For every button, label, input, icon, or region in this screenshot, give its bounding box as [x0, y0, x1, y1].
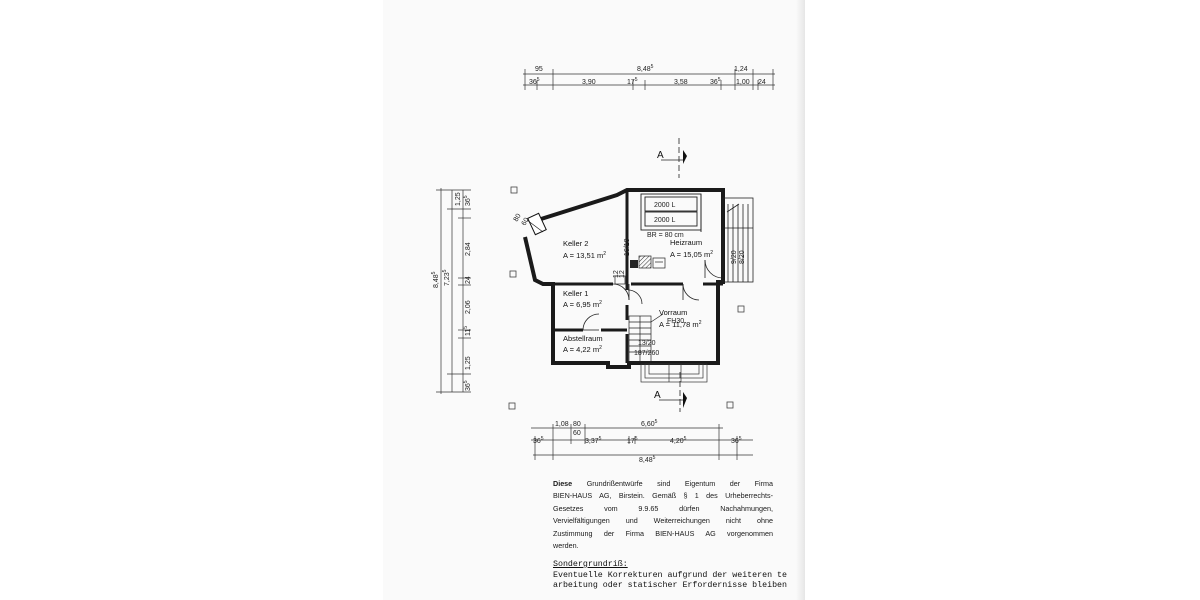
svg-text:A: A — [654, 390, 661, 401]
room-keller-2: Keller 2 A = 13,51 m2 — [563, 239, 606, 260]
left-dim-segment: 365 — [463, 380, 472, 391]
notice-line: Zustimmung der Firma BIEN-HAUS AG vorgen… — [553, 528, 773, 538]
bottom-dim-item: 175 — [627, 436, 638, 445]
top-dim-row2-item: 3,58 — [674, 79, 688, 86]
svg-text:FH30: FH30 — [667, 318, 684, 325]
special-plan-title: Sondergrundriß: — [553, 560, 628, 569]
interior-stairs — [628, 313, 664, 363]
special-plan-line: arbeitung oder statischer Erfordernisse … — [553, 581, 788, 590]
plan-sheet: 95 8,485 1,24 365 3,90 175 3,58 365 1,00… — [383, 0, 805, 600]
svg-text:12: 12 — [613, 270, 620, 278]
room-keller-1: Keller 1 A = 6,95 m2 — [563, 289, 602, 309]
svg-text:A: A — [657, 150, 664, 161]
svg-text:Vorraum: Vorraum — [659, 308, 687, 317]
section-marker-bottom: A — [654, 372, 687, 412]
left-dim-segment: 1,25 — [465, 356, 472, 370]
svg-text:187/260: 187/260 — [634, 350, 659, 357]
svg-text:9/20: 9/20 — [731, 250, 738, 264]
left-dim-segments: 1,25 365 2,84 24 2,06 115 1,25 365 — [455, 192, 472, 391]
svg-text:Heizraum: Heizraum — [670, 238, 702, 247]
svg-text:60: 60 — [521, 217, 531, 227]
svg-text:A = 4,22 m2: A = 4,22 m2 — [563, 345, 602, 354]
top-dim-row2-item: 3,90 — [582, 79, 596, 86]
top-dim-row2-item: 24 — [758, 79, 766, 86]
svg-text:A = 6,95 m2: A = 6,95 m2 — [563, 300, 602, 309]
svg-text:Keller 2: Keller 2 — [563, 239, 588, 248]
interior-walls — [553, 190, 723, 363]
bottom-dim-item: 60 — [573, 430, 581, 437]
bottom-dim-row2: 365 3,375 175 4,205 365 — [533, 436, 742, 445]
side-entrance — [722, 197, 754, 283]
special-plan-line: Eventuelle Korrekturen aufgrund der weit… — [553, 570, 788, 580]
tank-note: BR = 80 cm — [647, 232, 684, 239]
notice-line: Vervielfältigungen und Weiterreichungen … — [553, 516, 773, 526]
bottom-dim-item: 80 — [573, 421, 581, 428]
left-dim-segment: 115 — [463, 326, 472, 336]
special-plan-note: Sondergrundriß: Eventuelle Korrekturen a… — [553, 560, 805, 592]
copyright-notice: Diese Grundrißentwürfe sind Eigentum der… — [553, 478, 773, 552]
tank-label: 2000 L — [654, 217, 676, 224]
left-dim-sub: 7,235 — [442, 269, 451, 286]
svg-text:Abstellraum: Abstellraum — [563, 334, 603, 343]
top-dim-row2-item: 365 — [710, 77, 721, 86]
left-dim-segment: 365 — [463, 195, 472, 206]
svg-text:A = 11,78 m2: A = 11,78 m2 — [659, 320, 702, 329]
bottom-dim-item: 365 — [731, 436, 742, 445]
left-dim-segment: 24 — [465, 276, 472, 284]
left-dimension-chain — [436, 188, 471, 394]
svg-text:Keller 1: Keller 1 — [563, 289, 588, 298]
boiler-icon — [652, 257, 666, 269]
left-dim-segment: 2,84 — [465, 242, 472, 256]
bottom-dim-item: 3,375 — [585, 436, 602, 445]
bottom-dim-item: 365 — [533, 436, 544, 445]
left-dim-segment: 2,06 — [465, 300, 472, 314]
section-marker-top: A — [657, 138, 687, 178]
bottom-dim-item: 1,08 — [555, 421, 569, 428]
top-dimension-chain — [523, 69, 775, 90]
bottom-dim-overall: 8,485 — [639, 455, 656, 464]
svg-text:12: 12 — [619, 270, 626, 278]
left-dim-segment: 1,25 — [455, 192, 462, 206]
oil-tanks — [640, 193, 702, 232]
notice-line: werden. — [553, 541, 579, 551]
bottom-dim-row1: 1,08 80 6,605 60 — [555, 419, 658, 437]
bottom-dim-item: 6,605 — [641, 419, 658, 428]
exterior-stairs — [640, 363, 708, 383]
chimney — [614, 255, 652, 285]
top-dim-124: 1,24 — [734, 66, 748, 73]
registration-marks — [508, 186, 745, 410]
room-abstellraum: Abstellraum A = 4,22 m2 — [563, 334, 603, 354]
top-dim-row2-item: 1,00 — [736, 79, 750, 86]
exterior-walls — [523, 188, 725, 369]
room-vorraum: Vorraum A = 11,78 m2 — [659, 308, 702, 329]
top-dim-row2-item: 365 — [529, 77, 540, 86]
svg-text:16/18: 16/18 — [624, 238, 631, 256]
svg-text:A = 13,51 m2: A = 13,51 m2 — [563, 251, 606, 260]
svg-text:13/20: 13/20 — [638, 340, 656, 347]
top-dim-row2: 365 3,90 175 3,58 365 1,00 24 — [529, 77, 766, 86]
tank-label: 2000 L — [654, 202, 676, 209]
svg-text:80: 80 — [513, 213, 523, 223]
top-dim-95: 95 — [535, 66, 543, 73]
notice-line: BIEN-HAUS AG, Birstein. Gemäß § 1 des Ur… — [553, 491, 773, 501]
doors — [582, 259, 724, 331]
left-dim-overall: 8,485 — [431, 271, 440, 288]
notice-line: Gesetzes vom 9.9.65 dürfen Nachahmungen, — [553, 503, 773, 513]
svg-text:8/20: 8/20 — [739, 250, 746, 264]
top-dim-row2-item: 175 — [627, 77, 638, 86]
room-heizraum: Heizraum A = 15,05 m2 — [670, 238, 713, 259]
window-keller2: 80 60 — [513, 212, 547, 236]
bottom-dimension-chain — [531, 424, 753, 460]
top-dim-overall: 8,485 — [637, 64, 654, 73]
bottom-dim-item: 4,205 — [670, 436, 687, 445]
notice-line: Diese Grundrißentwürfe sind Eigentum der… — [553, 479, 773, 488]
floor-plan-drawing: 95 8,485 1,24 365 3,90 175 3,58 365 1,00… — [431, 64, 775, 464]
svg-text:A = 15,05 m2: A = 15,05 m2 — [670, 250, 713, 259]
